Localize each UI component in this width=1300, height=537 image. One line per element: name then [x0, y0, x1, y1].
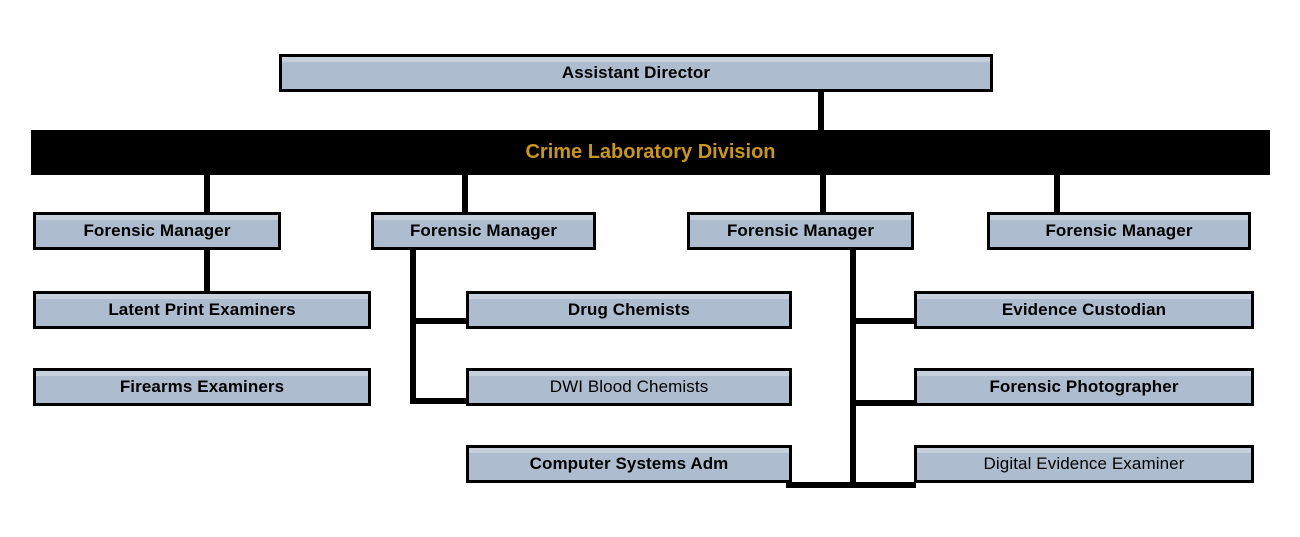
node-drug-chemists[interactable]: Drug Chemists: [466, 291, 792, 329]
connector-division-to-manager-2: [462, 172, 468, 220]
connector-director-to-division: [818, 90, 824, 132]
node-dwi-blood-chemists[interactable]: DWI Blood Chemists: [466, 368, 792, 406]
node-label: DWI Blood Chemists: [549, 377, 709, 396]
node-forensic-manager-2[interactable]: Forensic Manager: [371, 212, 596, 250]
division-title: Crime Laboratory Division: [525, 141, 776, 163]
node-evidence-custodian[interactable]: Evidence Custodian: [914, 291, 1254, 329]
node-label: Digital Evidence Examiner: [983, 454, 1185, 473]
node-firearms-examiners[interactable]: Firearms Examiners: [33, 368, 371, 406]
node-label: Forensic Manager: [1045, 221, 1193, 240]
connector-division-to-manager-1: [204, 172, 210, 220]
node-latent-print-examiners[interactable]: Latent Print Examiners: [33, 291, 371, 329]
connector-manager3-trunk: [850, 248, 856, 488]
connector-division-to-manager-4: [1054, 172, 1060, 220]
node-computer-systems-adm[interactable]: Computer Systems Adm: [466, 445, 792, 483]
node-forensic-manager-4[interactable]: Forensic Manager: [987, 212, 1251, 250]
node-label: Forensic Manager: [726, 221, 875, 240]
node-label: Evidence Custodian: [1001, 300, 1167, 319]
node-label: Computer Systems Adm: [529, 454, 729, 473]
node-label: Forensic Manager: [409, 221, 558, 240]
node-forensic-manager-1[interactable]: Forensic Manager: [33, 212, 281, 250]
node-assistant-director[interactable]: Assistant Director: [279, 54, 993, 92]
node-label: Assistant Director: [561, 63, 711, 82]
node-crime-laboratory-division[interactable]: Crime Laboratory Division: [31, 130, 1270, 175]
node-label: Latent Print Examiners: [108, 300, 296, 319]
connector-manager3-to-digital-evidence-examiner: [850, 482, 916, 488]
connector-manager3-to-forensic-photographer: [850, 400, 916, 406]
node-forensic-photographer[interactable]: Forensic Photographer: [914, 368, 1254, 406]
node-forensic-manager-3[interactable]: Forensic Manager: [687, 212, 914, 250]
node-label: Forensic Photographer: [989, 377, 1179, 396]
connector-manager3-to-computer-systems-adm: [786, 482, 856, 488]
connector-manager2-to-drug-chemists: [410, 318, 472, 324]
connector-manager2-trunk: [410, 248, 416, 404]
node-label: Forensic Manager: [83, 221, 231, 240]
connector-manager2-to-dwi-blood-chemists: [410, 398, 472, 404]
node-label: Drug Chemists: [567, 300, 691, 319]
node-label: Firearms Examiners: [119, 377, 285, 396]
connector-manager1-to-latent-print: [204, 248, 210, 296]
connector-manager3-to-evidence-custodian: [850, 318, 916, 324]
node-digital-evidence-examiner[interactable]: Digital Evidence Examiner: [914, 445, 1254, 483]
connector-division-to-manager-3: [820, 172, 826, 220]
